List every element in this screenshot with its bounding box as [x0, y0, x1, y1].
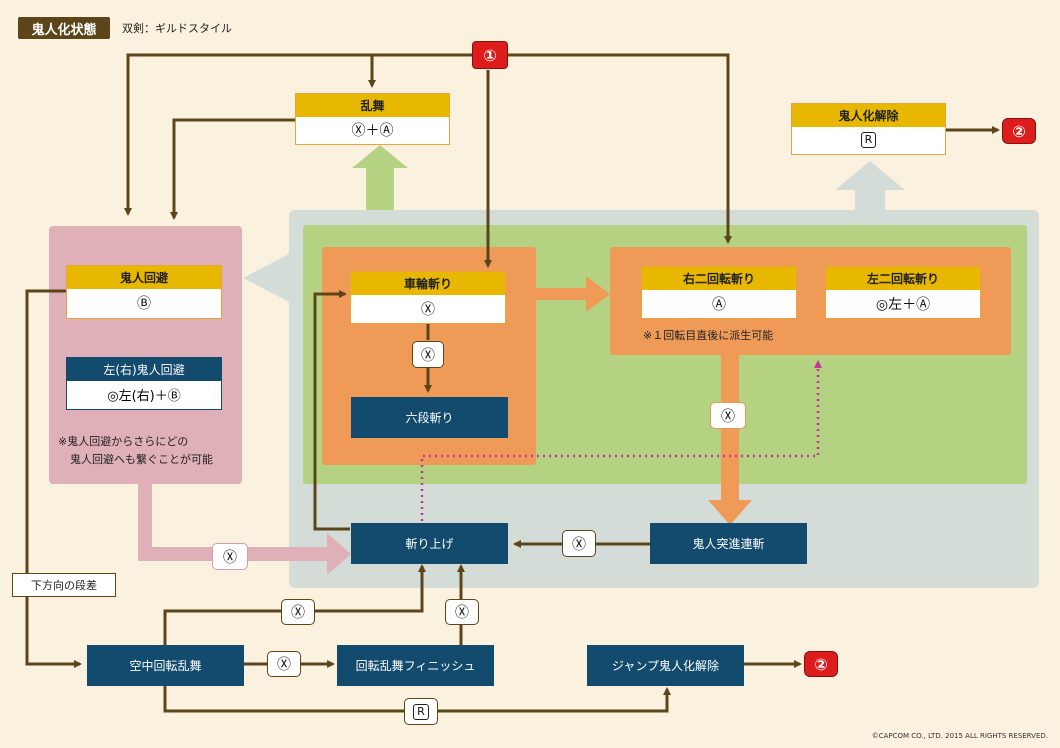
move-input: ◎左＋Ⓐ	[875, 296, 931, 313]
marker-two-bottom: ②	[804, 651, 838, 677]
fat-arrow-sharin-to-right	[536, 276, 610, 312]
move-name: 鬼人回避	[67, 266, 221, 289]
kaihi-note-line-2: 鬼人回避へも繋ぐことが可能	[70, 453, 213, 466]
badge-x-kuuchu-finish: Ⓧ	[267, 651, 301, 677]
badge-x-kuuchu-kiriage: Ⓧ	[281, 599, 315, 625]
page-subtitle: 双剣：ギルドスタイル	[122, 22, 232, 35]
move-kijin-kaihi-lr: 左(右)鬼人回避 ◎左(右)＋Ⓑ	[66, 357, 222, 410]
move-input: ◎左(右)＋Ⓑ	[107, 389, 181, 404]
r-button-icon: R	[413, 703, 429, 720]
move-kuuchu-kaiten: 空中回転乱舞	[87, 645, 244, 686]
fat-arrow-left	[243, 254, 289, 302]
fat-arrow-pink-to-kiriage	[138, 484, 351, 575]
marker-two-top: ②	[1002, 118, 1036, 144]
badge-x-tosshin-kiriage: Ⓧ	[562, 530, 596, 557]
fat-arrow-right-to-tosshin	[708, 355, 752, 525]
move-input: Ⓑ	[137, 296, 151, 312]
badge-x-kaihi-kiriage: Ⓧ	[212, 543, 248, 570]
move-kijin-kaijo: 鬼人化解除 R	[791, 103, 946, 155]
move-ranbu: 乱舞 Ⓧ＋Ⓐ	[295, 93, 450, 145]
move-name: 車輪斬り	[351, 272, 505, 295]
move-kiriage: 斬り上げ	[351, 523, 508, 564]
move-input: Ⓧ＋Ⓐ	[351, 123, 394, 139]
move-rokudan: 六段斬り	[351, 397, 508, 438]
move-sharin: 車輪斬り Ⓧ	[350, 271, 506, 324]
move-name: 右二回転斬り	[642, 267, 796, 290]
marker-one: ①	[472, 41, 508, 69]
move-finish: 回転乱舞フィニッシュ	[337, 645, 494, 686]
move-hidari-nikaiten: 左二回転斬り ◎左＋Ⓐ	[825, 266, 981, 319]
move-input: R	[792, 127, 945, 153]
move-input: Ⓐ	[712, 296, 726, 313]
kaihi-note: ※鬼人回避からさらにどの 鬼人回避へも繋ぐことが可能	[58, 433, 213, 469]
fat-arrow-to-ranbu	[352, 145, 408, 210]
move-kijin-kaihi: 鬼人回避 Ⓑ	[66, 265, 222, 319]
badge-x-to-tosshin: Ⓧ	[710, 402, 746, 429]
badge-r-jump: R	[404, 698, 438, 725]
move-kijin-tosshin: 鬼人突進連斬	[650, 523, 807, 564]
move-jump-kaijo: ジャンプ鬼人化解除	[587, 645, 744, 686]
badge-x-sharin-rokudan: Ⓧ	[412, 341, 444, 368]
dotted-link	[420, 360, 822, 521]
move-name: 乱舞	[296, 94, 449, 117]
move-migi-nikaiten: 右二回転斬り Ⓐ	[641, 266, 797, 319]
move-input: Ⓧ	[421, 301, 435, 318]
move-name: 左二回転斬り	[826, 267, 980, 290]
copyright: ©CAPCOM CO., LTD. 2015 ALL RIGHTS RESERV…	[871, 732, 1048, 740]
derive-note: ※１回転目直後に派生可能	[643, 329, 774, 342]
move-name: 鬼人化解除	[792, 104, 945, 127]
page-title: 鬼人化状態	[18, 17, 110, 39]
downward-step-label: 下方向の段差	[12, 573, 116, 597]
r-button-icon: R	[860, 132, 877, 148]
badge-x-finish-kiriage: Ⓧ	[445, 599, 479, 625]
kaihi-note-line-1: ※鬼人回避からさらにどの	[58, 435, 189, 448]
fat-arrow-to-kaijo	[835, 161, 905, 210]
move-name: 左(右)鬼人回避	[67, 358, 221, 381]
